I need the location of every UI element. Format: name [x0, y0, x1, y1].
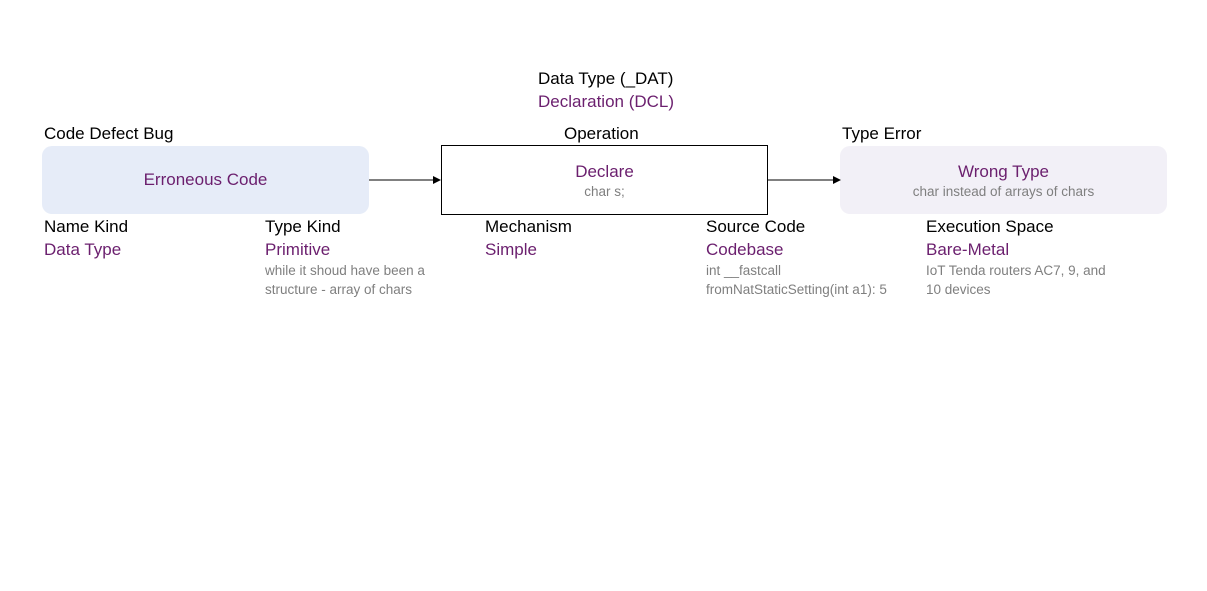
- operation-box: Declare char s;: [441, 145, 768, 215]
- cause-to-operation-arrowhead: [433, 176, 441, 184]
- attribute-name: Mechanism: [485, 217, 572, 236]
- attribute-name-kind: Name Kind Data Type: [44, 217, 234, 260]
- attribute-note: while it shoud have been a structure - a…: [265, 263, 425, 297]
- attribute-name: Type Kind: [265, 217, 341, 236]
- attribute-value: Codebase: [706, 240, 784, 259]
- attribute-type-kind: Type Kind Primitive while it shoud have …: [265, 217, 455, 299]
- attribute-note: IoT Tenda routers AC7, 9, and 10 devices: [926, 263, 1106, 297]
- attribute-value: Primitive: [265, 240, 331, 259]
- operation-to-consequence-arrowhead: [833, 176, 841, 184]
- attribute-source-code: Source Code Codebase int __fastcall from…: [706, 217, 906, 299]
- consequence-box-title: Wrong Type: [957, 161, 1050, 181]
- cause-label: Code Defect Bug: [44, 124, 174, 143]
- attribute-name: Name Kind: [44, 217, 129, 236]
- consequence-label: Type Error: [842, 124, 922, 143]
- attribute-name: Source Code: [706, 217, 806, 236]
- operation-box-detail: char s;: [584, 183, 625, 199]
- category-title: Data Type (_DAT): [538, 69, 674, 88]
- attribute-execution-space: Execution Space Bare-Metal IoT Tenda rou…: [926, 217, 1126, 299]
- attribute-value: Bare-Metal: [926, 240, 1010, 259]
- attribute-value: Simple: [485, 240, 537, 259]
- attribute-note: int __fastcall fromNatStaticSetting(int …: [706, 263, 887, 297]
- class-title: Declaration (DCL): [538, 92, 675, 111]
- cause-box: Erroneous Code: [42, 146, 369, 214]
- consequence-box: Wrong Type char instead of arrays of cha…: [840, 146, 1167, 214]
- attribute-name: Execution Space: [926, 217, 1054, 236]
- attribute-mechanism: Mechanism Simple: [485, 217, 675, 260]
- operation-box-title: Declare: [575, 161, 634, 181]
- operation-label: Operation: [564, 124, 639, 143]
- consequence-box-detail: char instead of arrays of chars: [912, 183, 1095, 199]
- attribute-value: Data Type: [44, 240, 122, 259]
- cause-box-title: Erroneous Code: [143, 170, 268, 189]
